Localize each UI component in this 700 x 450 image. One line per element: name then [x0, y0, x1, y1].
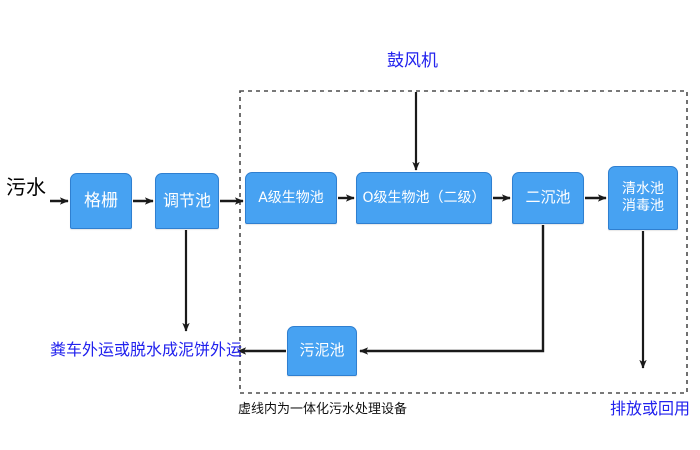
node-o-stage-bioreactor-label: O级生物池（二级）	[362, 189, 486, 206]
label-sludge-disposal: 粪车外运或脱水成泥饼外运	[50, 340, 243, 359]
label-effluent-discharge-or-reuse: 排放或回用	[610, 399, 691, 418]
node-secondary-clarifier-label: 二沉池	[525, 188, 571, 207]
node-clearwater-tank-label: 清水池	[622, 181, 664, 198]
node-sludge-tank[interactable]: 污泥池	[287, 326, 357, 376]
node-sludge-tank-label: 污泥池	[299, 341, 345, 360]
node-a-stage-bioreactor-label: A级生物池	[258, 189, 324, 206]
label-blower: 鼓风机	[387, 51, 438, 71]
node-equalization-tank[interactable]: 调节池	[155, 173, 219, 229]
label-boundary-caption: 虚线内为一体化污水处理设备	[238, 402, 408, 417]
label-influent: 污水	[6, 175, 46, 199]
integrated-equipment-boundary	[239, 90, 688, 394]
node-secondary-clarifier[interactable]: 二沉池	[512, 172, 584, 224]
node-disinfection-tank-label: 消毒池	[622, 198, 664, 214]
node-a-stage-bioreactor[interactable]: A级生物池	[245, 172, 337, 224]
node-clearwater-disinfection-tank[interactable]: 清水池 消毒池	[608, 166, 678, 230]
node-grille[interactable]: 格栅	[70, 173, 132, 229]
node-grille-label: 格栅	[84, 190, 118, 211]
node-o-stage-bioreactor[interactable]: O级生物池（二级）	[356, 172, 492, 224]
arrow-clarifier-to-sludge-tank	[359, 225, 545, 355]
node-equalization-tank-label: 调节池	[162, 190, 211, 210]
